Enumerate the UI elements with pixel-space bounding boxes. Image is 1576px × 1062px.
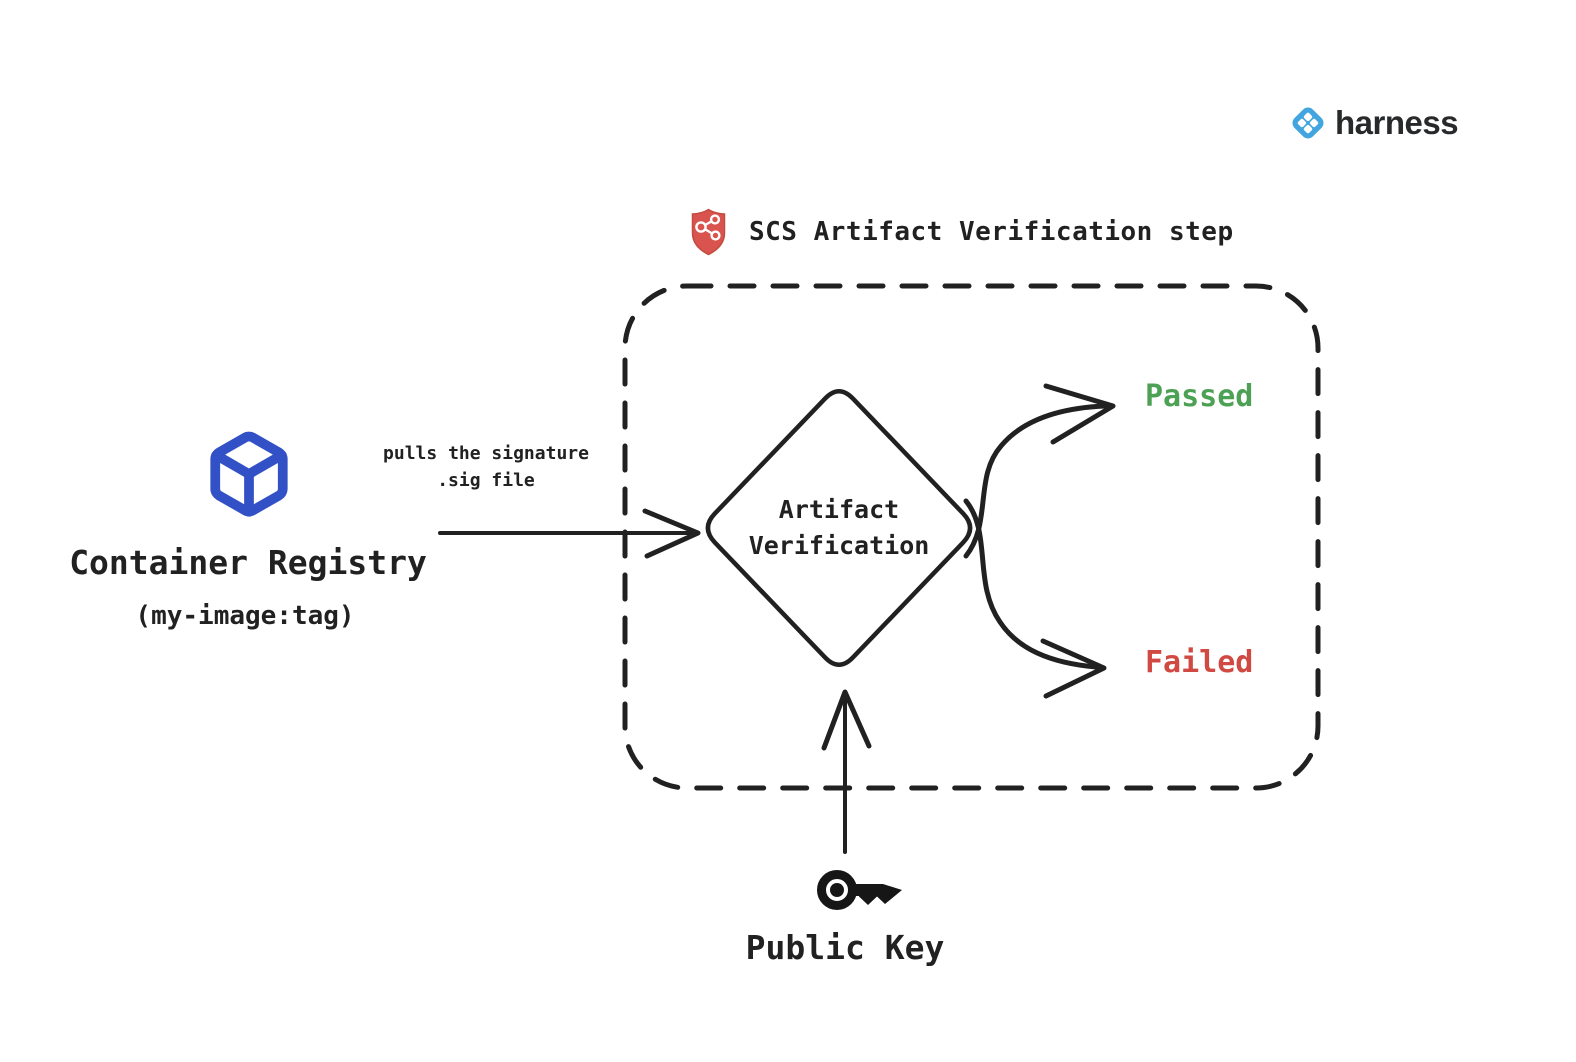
outcome-failed-label: Failed [1145,645,1254,680]
decision-node-label: Artifact Verification [729,492,949,564]
harness-wordmark: harness [1335,104,1459,141]
verification-step-boundary [622,283,1321,791]
pull-arrow [438,508,701,559]
step-header: SCS Artifact Verification step [690,208,1234,256]
decision-label-line2: Verification [748,531,930,560]
public-key-label: Public Key [745,928,945,967]
outcome-passed-label: Passed [1145,379,1254,414]
decision-label-line1: Artifact [778,495,900,524]
shield-icon [691,208,726,256]
public-key-icon [817,870,902,910]
pull-edge-label-line2: .sig file [437,470,535,491]
passed-arrow [963,383,1116,559]
harness-logo-icon [1292,107,1324,139]
public-key-arrow [821,689,872,854]
container-registry-cube-icon [210,431,288,517]
step-title: SCS Artifact Verification step [749,217,1234,247]
decision-diamond [705,388,973,668]
pull-edge-label-line1: pulls the signature [383,443,589,464]
failed-arrow [963,498,1107,699]
container-registry-title: Container Registry [69,543,427,582]
harness-logo: harness [1288,103,1459,143]
pull-edge-label: pulls the signature .sig file [350,440,622,494]
container-registry-subtitle: (my-image:tag) [135,601,355,631]
